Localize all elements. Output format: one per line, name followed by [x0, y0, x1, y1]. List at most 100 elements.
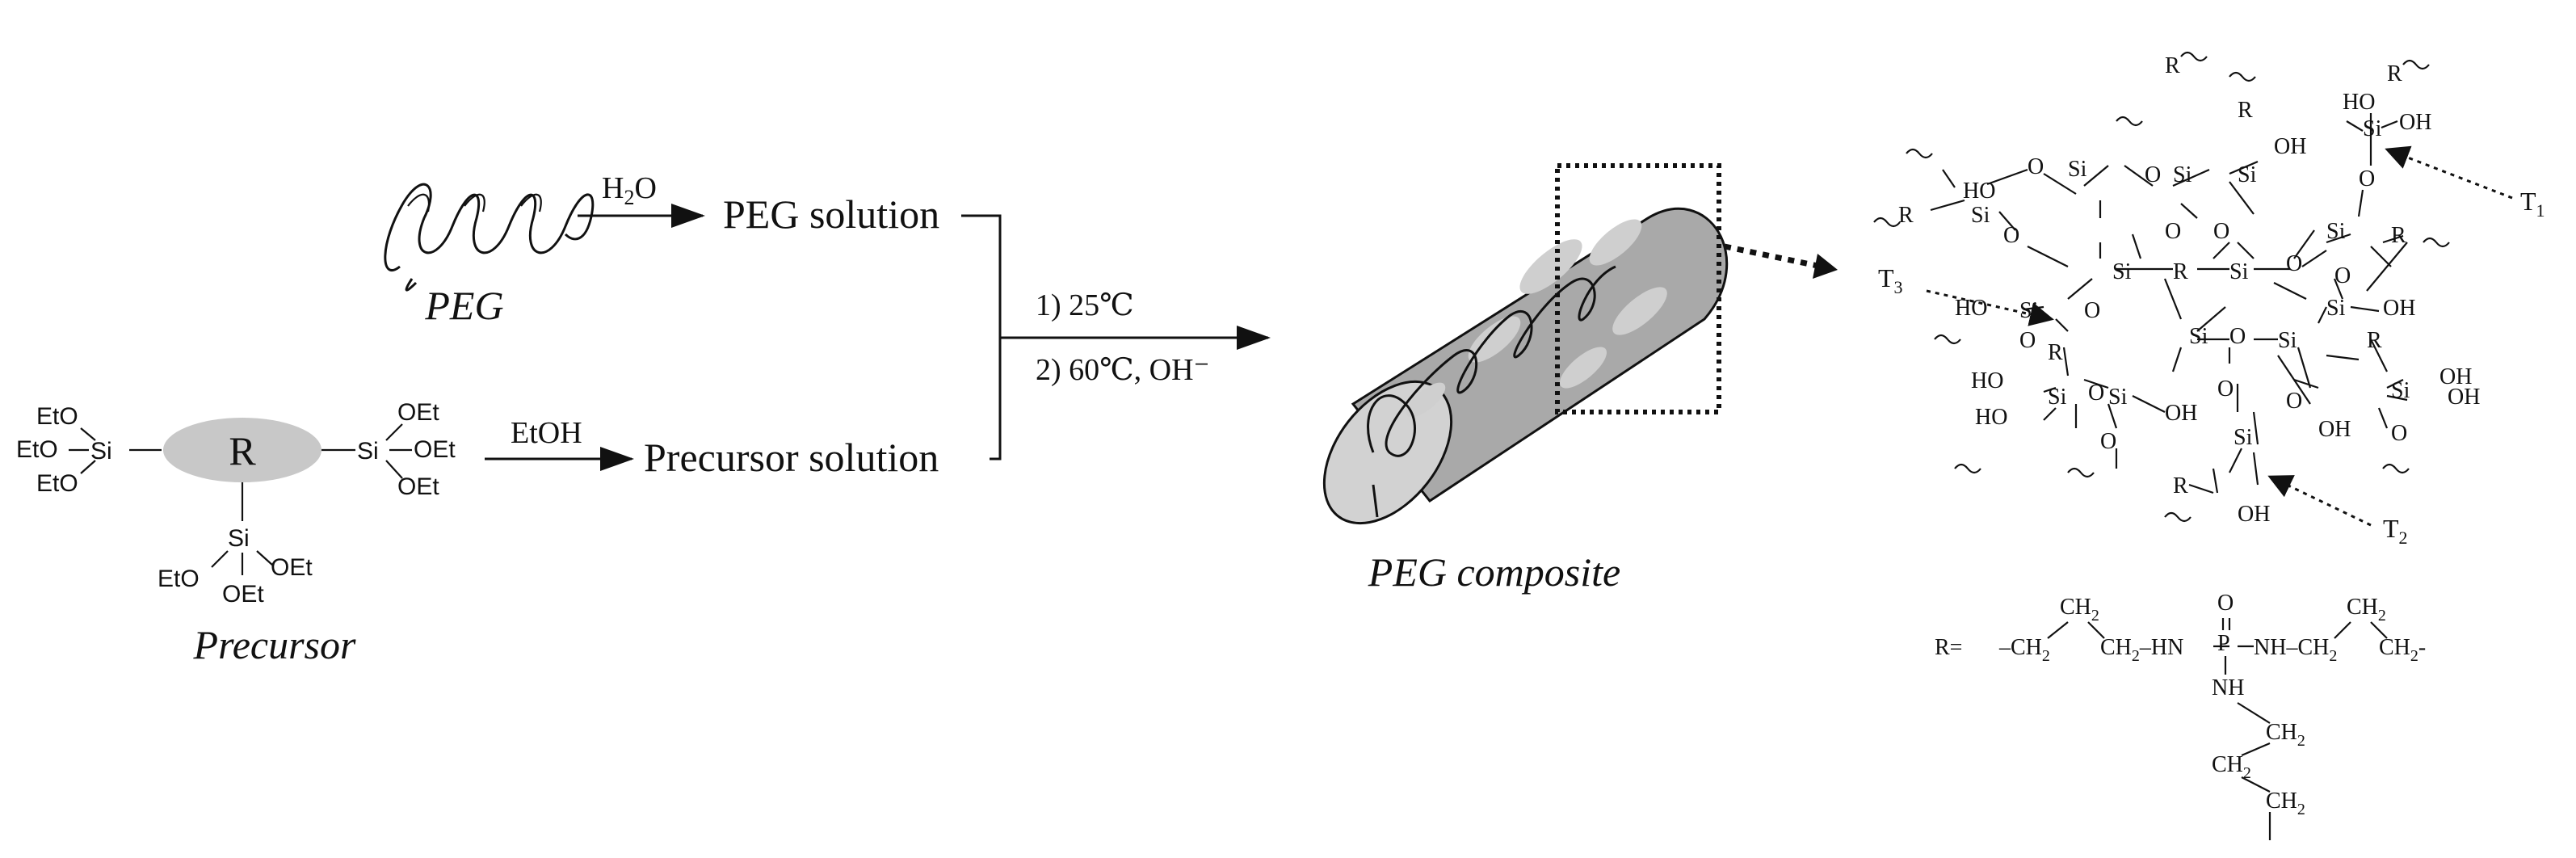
svg-text:Si: Si — [2238, 162, 2257, 187]
right-si: Si — [357, 438, 379, 465]
site-t1-label: T1 — [2520, 187, 2545, 221]
svg-text:O: O — [2229, 324, 2246, 349]
svg-text:O: O — [2088, 381, 2104, 406]
svg-text:O: O — [2286, 389, 2302, 414]
svg-text:O: O — [2019, 328, 2036, 353]
svg-text:R: R — [2048, 340, 2063, 365]
svg-text:Si: Si — [2278, 328, 2297, 353]
svg-text:OH: OH — [2318, 417, 2351, 442]
svg-text:OH: OH — [2238, 502, 2270, 527]
svg-text:Si: Si — [2363, 116, 2382, 141]
bottom-eto: EtO — [158, 566, 200, 592]
svg-text:R: R — [2173, 259, 2188, 284]
svg-text:OH: OH — [2448, 385, 2480, 410]
svg-text:CH2: CH2 — [2060, 595, 2099, 625]
peg-label: PEG — [424, 283, 503, 328]
svg-text:HO: HO — [2343, 90, 2375, 115]
precursor-molecule: R Si EtO EtO EtO Si OEt OEt OEt Si EtO O… — [16, 399, 456, 608]
precursor-solution-label: Precursor solution — [644, 435, 939, 480]
svg-text:OH: OH — [2383, 296, 2415, 321]
svg-text:R: R — [2391, 223, 2406, 248]
svg-text:Si: Si — [2112, 259, 2132, 284]
svg-text:O: O — [2213, 219, 2229, 244]
precursor-label: Precursor — [193, 622, 356, 667]
r-definition: R= –CH2 CH2 CH2–HN P O NH–CH2 CH2 CH2- N… — [1935, 591, 2426, 840]
svg-text:CH2-: CH2- — [2379, 635, 2426, 665]
left-eto-1: EtO — [36, 403, 78, 430]
svg-text:–CH2: –CH2 — [1998, 635, 2050, 665]
bottom-oet-2: OEt — [271, 554, 313, 581]
svg-text:O: O — [2391, 421, 2407, 446]
left-eto-3: EtO — [36, 470, 78, 497]
svg-text:NH–CH2: NH–CH2 — [2254, 635, 2337, 665]
svg-text:O: O — [2084, 298, 2100, 323]
left-si: Si — [90, 438, 112, 465]
water-label: H2O — [602, 171, 657, 209]
right-oet-1: OEt — [397, 399, 439, 426]
right-oet-2: OEt — [414, 436, 456, 463]
svg-text:O: O — [2334, 263, 2351, 288]
svg-text:O: O — [2028, 154, 2044, 179]
svg-text:Si: Si — [2189, 324, 2208, 349]
svg-text:HO: HO — [1963, 179, 1995, 204]
zoom-box — [1555, 163, 1721, 414]
step1-label: 1) 25℃ — [1036, 288, 1134, 322]
merge-bracket — [961, 214, 1002, 461]
svg-text:OH: OH — [2165, 401, 2197, 426]
svg-text:O: O — [2145, 162, 2161, 187]
svg-text:O: O — [2286, 251, 2302, 276]
bottom-oet-1: OEt — [222, 581, 264, 608]
svg-text:NH: NH — [2212, 675, 2244, 700]
svg-text:R: R — [2165, 53, 2180, 78]
svg-text:Si: Si — [2326, 219, 2346, 244]
composite-label: PEG composite — [1368, 549, 1620, 595]
site-t3-label: T3 — [1878, 263, 1903, 297]
svg-text:Si: Si — [2391, 378, 2410, 403]
svg-text:CH2: CH2 — [2212, 752, 2251, 782]
r-core-oval — [163, 418, 321, 482]
svg-text:Si: Si — [2229, 259, 2249, 284]
svg-text:OH: OH — [2439, 364, 2472, 389]
svg-text:R: R — [2367, 328, 2382, 353]
silica-network: HO R Si O O Si R O Si Si R OH O O HO R S… — [1873, 51, 2545, 548]
zoom-arrow — [1724, 243, 1822, 270]
peg-composite-cylinder — [1322, 207, 1729, 525]
svg-text:HO: HO — [1971, 368, 2003, 393]
svg-text:OH: OH — [2399, 110, 2431, 135]
svg-text:Si: Si — [2019, 298, 2039, 323]
svg-text:R: R — [2173, 473, 2188, 498]
svg-text:Si: Si — [2108, 385, 2128, 410]
svg-text:CH2: CH2 — [2266, 789, 2305, 818]
peg-coil-icon — [384, 183, 595, 292]
svg-text:R: R — [2238, 98, 2253, 123]
svg-text:O: O — [2003, 223, 2019, 248]
svg-text:CH2: CH2 — [2347, 595, 2386, 625]
svg-text:Si: Si — [2068, 157, 2087, 182]
right-oet-3: OEt — [397, 473, 439, 500]
peg-solution-label: PEG solution — [723, 191, 939, 237]
svg-text:Si: Si — [2173, 162, 2192, 187]
svg-text:O: O — [2217, 376, 2234, 402]
svg-text:CH2: CH2 — [2266, 720, 2305, 750]
svg-text:Si: Si — [2048, 385, 2067, 410]
svg-text:O: O — [2217, 591, 2234, 616]
svg-text:R: R — [2387, 61, 2402, 86]
svg-text:HO: HO — [1955, 296, 1987, 321]
svg-text:O: O — [2165, 219, 2181, 244]
left-eto-2: EtO — [16, 436, 58, 463]
svg-text:O: O — [2100, 429, 2116, 454]
svg-text:HO: HO — [1975, 405, 2007, 430]
svg-text:Si: Si — [2326, 296, 2346, 321]
svg-text:R=: R= — [1935, 635, 1962, 660]
r-core-label: R — [229, 428, 256, 473]
svg-text:Si: Si — [1971, 203, 1990, 228]
bottom-si: Si — [228, 525, 250, 552]
svg-text:CH2–HN: CH2–HN — [2100, 635, 2183, 665]
ethanol-label: EtOH — [511, 416, 582, 450]
step2-label: 2) 60℃, OH⁻ — [1036, 353, 1210, 387]
svg-text:R: R — [1898, 203, 1914, 228]
svg-text:Si: Si — [2234, 425, 2253, 450]
site-t2-label: T2 — [2383, 514, 2408, 548]
